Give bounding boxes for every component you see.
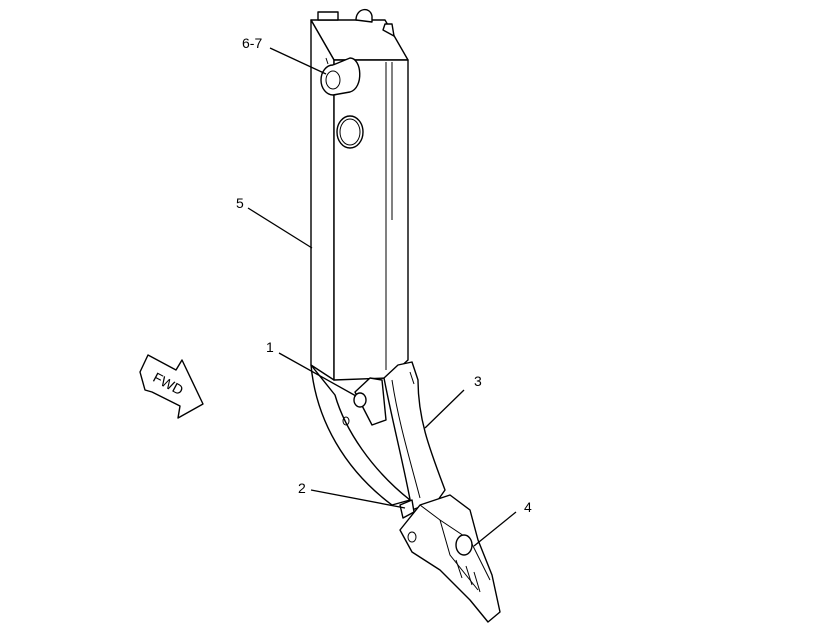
shank-protector — [383, 361, 446, 511]
callout-leaders — [247, 47, 517, 547]
pin — [399, 499, 415, 519]
callout-6-7: 6-7 — [242, 35, 262, 51]
pin-assembly — [320, 57, 361, 96]
callout-1: 1 — [266, 339, 274, 355]
leader-1 — [278, 352, 357, 397]
callout-3: 3 — [474, 373, 482, 389]
callout-2: 2 — [298, 480, 306, 496]
tip — [399, 494, 501, 623]
shank — [310, 9, 411, 506]
leader-2 — [310, 489, 406, 509]
callout-5: 5 — [236, 195, 244, 211]
retainer — [353, 377, 387, 426]
callout-4: 4 — [524, 499, 532, 515]
leader-4 — [473, 511, 517, 547]
leader-6-7 — [269, 47, 327, 75]
callout-labels: 6-7 5 1 3 2 4 — [236, 35, 532, 515]
leader-3 — [424, 389, 465, 429]
fwd-arrow: FWD — [139, 354, 204, 419]
leader-5 — [247, 207, 313, 249]
